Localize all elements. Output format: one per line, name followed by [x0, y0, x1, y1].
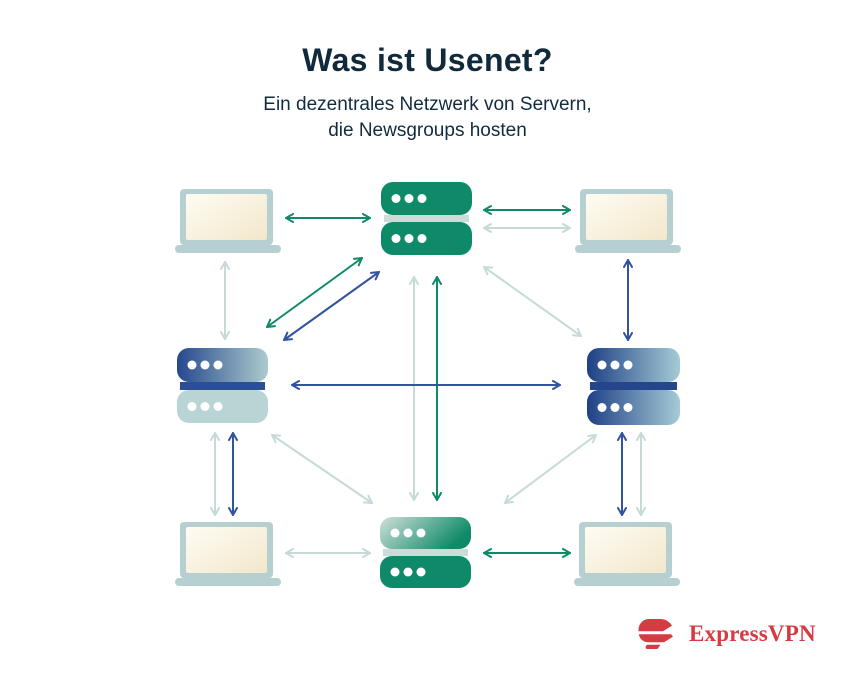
expressvpn-logo-icon	[638, 619, 673, 649]
laptop-top-left-icon	[175, 189, 281, 253]
server-bottom-icon	[380, 517, 471, 588]
server-top-icon	[381, 182, 472, 255]
page-title: Was ist Usenet?	[302, 42, 553, 78]
laptop-bottom-left-icon	[175, 522, 281, 586]
subtitle-line-2: die Newsgroups hosten	[328, 120, 527, 141]
arrow-serverTop-serverRight	[483, 266, 582, 337]
network-links	[210, 205, 646, 558]
laptop-bottom-right-icon	[574, 522, 680, 586]
arrow-serverTop-serverLeft-blue	[283, 271, 380, 341]
laptop-top-right-icon	[575, 189, 681, 253]
server-left-icon	[177, 348, 268, 423]
page-subtitle: Ein dezentrales Netzwerk von Servern, di…	[0, 92, 855, 144]
arrow-serverRight-serverBottom	[503, 434, 597, 504]
server-right-icon	[587, 348, 680, 425]
expressvpn-wordmark: ExpressVPN	[689, 620, 816, 646]
arrow-serverTop-serverLeft-green	[266, 257, 363, 328]
expressvpn-logo: ExpressVPN	[636, 617, 816, 650]
arrow-serverLeft-serverBottom	[271, 434, 373, 504]
subtitle-line-1: Ein dezentrales Netzwerk von Servern,	[263, 94, 592, 115]
